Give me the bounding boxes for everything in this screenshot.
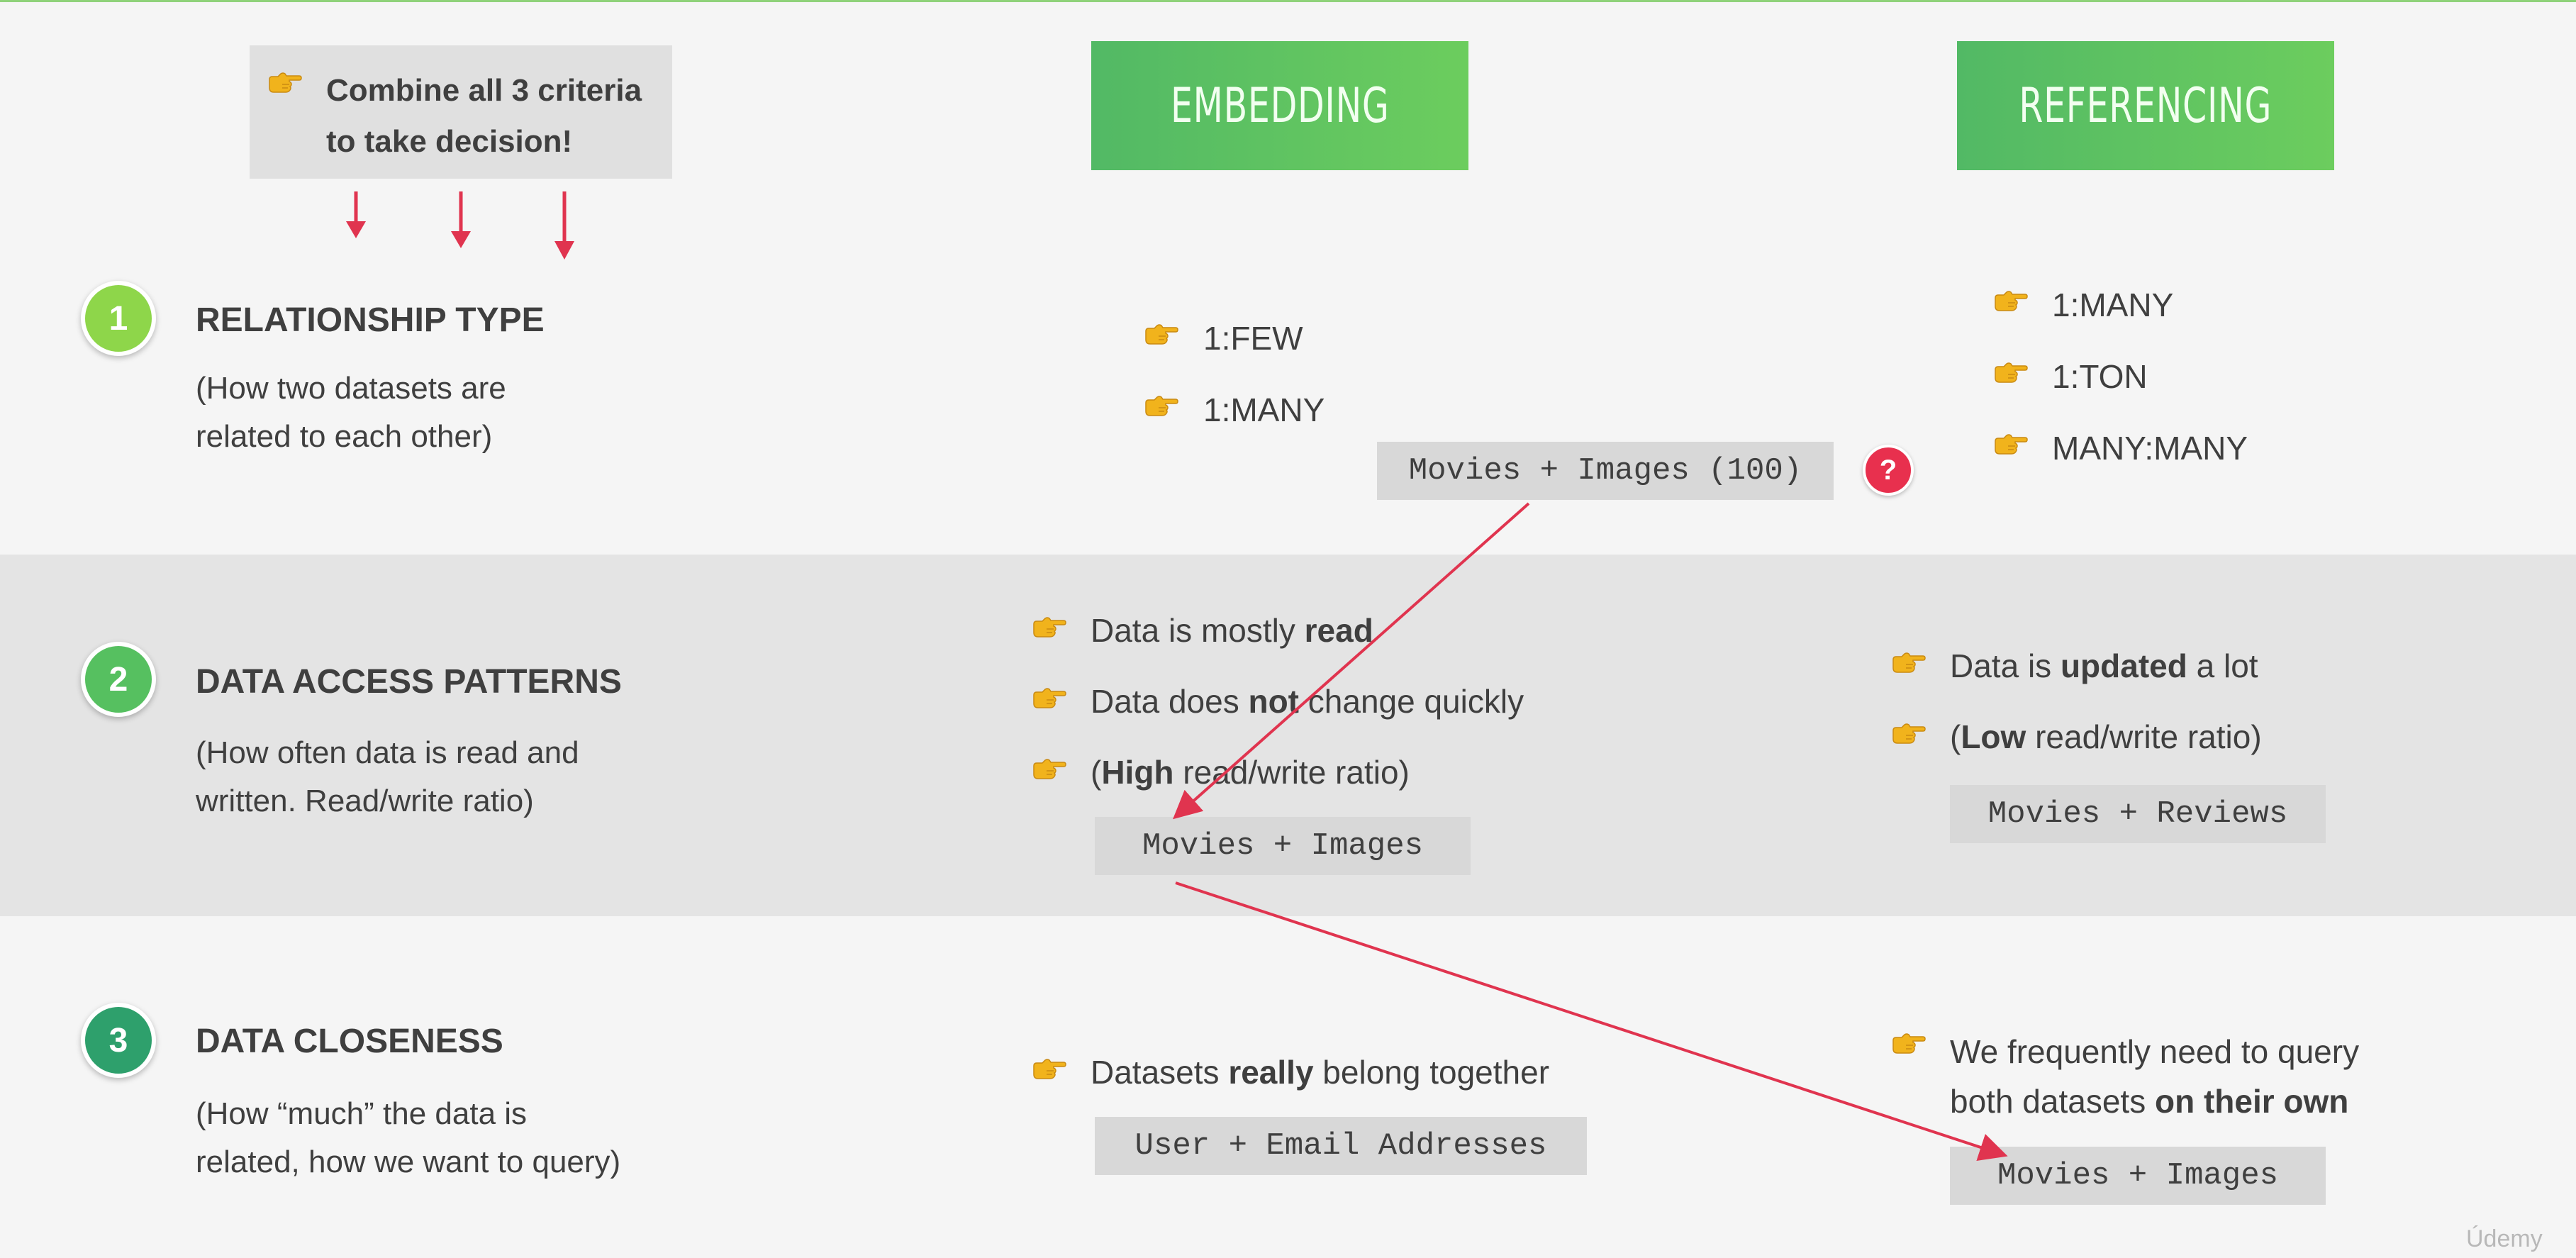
ref-rel-bullet-2: 1:TON [2052,358,2148,395]
ref-access-bullet-1-post: a lot [2187,647,2258,684]
ref-rel-bullet-1: 1:MANY [2052,286,2174,323]
down-arrow-icon [451,191,471,248]
criterion-2-desc-line-2: written. Read/write ratio) [196,784,534,818]
udemy-watermark: Údemy [2466,1225,2543,1252]
ref-rel-bullet-3: MANY:MANY [2052,430,2248,467]
embed-access-bullet-2-pre: Data does [1091,683,1249,720]
callout-line-1: Combine all 3 criteria [326,73,642,108]
example-movies-images-ref: Movies + Images [1950,1147,2326,1205]
callout-text: Combine all 3 criteria to take decision! [326,65,659,167]
criterion-1-title: RELATIONSHIP TYPE [196,301,545,339]
ref-access-bullet-1-pre: Data is [1950,647,2061,684]
criterion-3-badge: 3 [81,1003,156,1078]
example-movies-images-embed: Movies + Images [1095,817,1471,875]
embed-access-bullet-2: Data does not change quickly [1091,682,1524,720]
example-user-email: User + Email Addresses [1095,1117,1587,1175]
embed-rel-bullet-1: 1:FEW [1203,320,1303,357]
ref-access-bullet-2-bold: Low [1961,718,2026,755]
embed-close-bullet-1-pre: Datasets [1091,1054,1229,1091]
ref-close-bullet-1-line-2-bold: on their own [2154,1083,2349,1120]
top-accent-line [0,0,2576,2]
referencing-header-label: REFERENCING [2019,77,2273,134]
ref-close-bullet-1-line-2-pre: both datasets [1950,1083,2155,1120]
ref-close-bullet-1-line-2: both datasets on their own [1950,1076,2359,1126]
referencing-header: REFERENCING [1957,41,2334,170]
embed-close-bullet-1: Datasets really belong together [1091,1053,1549,1091]
embed-access-bullet-3-post: read/write ratio) [1173,754,1410,791]
embed-access-bullet-1-text: Data is mostly [1091,612,1305,649]
connector-arrow-1 [1173,502,1530,820]
example-movies-images-100: Movies + Images (100) [1377,442,1834,500]
ref-access-bullet-1: Data is updated a lot [1950,647,2258,685]
decision-callout: Combine all 3 criteria to take decision! [250,45,672,179]
embedding-header-label: EMBEDDING [1170,77,1390,134]
embed-access-bullet-3-bold: High [1101,754,1174,791]
embed-access-bullet-1: Data is mostly read [1091,611,1373,650]
connector-arrow-2 [1175,881,2008,1162]
embed-access-bullet-1-bold: read [1304,612,1373,649]
question-mark-icon: ? [1863,445,1914,496]
criterion-2-badge: 2 [81,642,156,717]
criterion-2-title: DATA ACCESS PATTERNS [196,663,622,701]
criterion-1-badge: 1 [81,281,156,356]
criterion-1-desc: (How two datasets are related to each ot… [196,364,692,461]
embed-access-bullet-3-pre: ( [1091,754,1102,791]
embed-close-bullet-1-post: belong together [1313,1054,1550,1091]
ref-access-bullet-2-post: read/write ratio) [2026,718,2262,755]
down-arrow-icon [554,191,574,260]
ref-close-bullet-1-line-1: We frequently need to query [1950,1033,2360,1070]
criterion-3-title: DATA CLOSENESS [196,1023,503,1060]
embedding-header: EMBEDDING [1091,41,1468,170]
ref-close-bullet-1: We frequently need to query both dataset… [1950,1027,2359,1126]
criterion-2-desc-line-1: (How often data is read and [196,735,579,770]
down-arrow-icon [346,191,366,238]
ref-access-bullet-2-pre: ( [1950,718,1961,755]
criterion-1-desc-line-1: (How two datasets are [196,371,506,406]
embed-access-bullet-2-post: change quickly [1299,683,1524,720]
criterion-3-desc-line-2: related, how we want to query) [196,1145,621,1179]
embed-close-bullet-1-bold: really [1228,1054,1314,1091]
example-movies-reviews: Movies + Reviews [1950,785,2326,843]
embed-access-bullet-3: (High read/write ratio) [1091,753,1410,791]
criterion-2-desc: (How often data is read and written. Rea… [196,729,692,825]
ref-access-bullet-1-bold: updated [2060,647,2187,684]
callout-line-2: to take decision! [326,124,573,159]
criterion-3-desc-line-1: (How “much” the data is [196,1096,528,1131]
criterion-1-desc-line-2: related to each other) [196,419,493,454]
criterion-3-desc: (How “much” the data is related, how we … [196,1090,692,1186]
embed-rel-bullet-2: 1:MANY [1203,391,1325,428]
ref-access-bullet-2: (Low read/write ratio) [1950,718,2262,756]
